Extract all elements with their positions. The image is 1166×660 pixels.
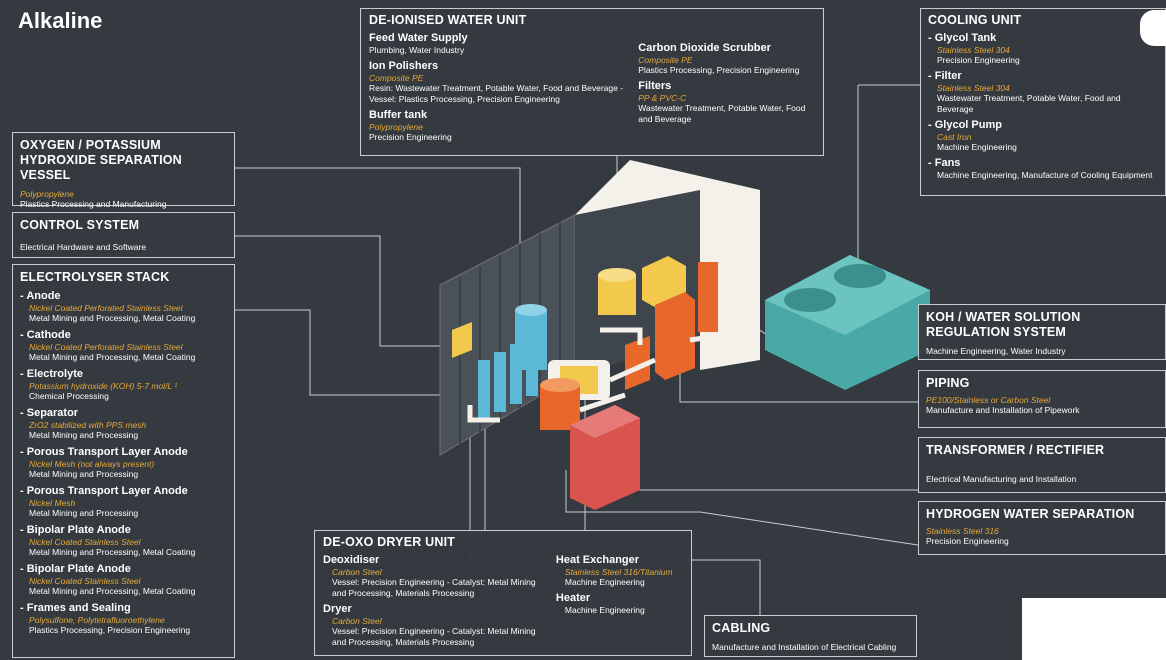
oxygen-title: OXYGEN / POTASSIUM HYDROXIDE SEPARATION …: [20, 138, 182, 182]
stack-item-name: - Separator: [20, 407, 79, 419]
piping-box: PIPING PE100/Stainless or Carbon Steel M…: [918, 370, 1166, 428]
cooling-item-use: Precision Engineering: [937, 55, 1020, 65]
cooling-item-name: - Glycol Tank: [928, 32, 997, 44]
stack-item-use: Plastics Processing, Precision Engineeri…: [29, 625, 191, 635]
stack-item-material: Potassium hydroxide (KOH) 5-7 mol/L ¹: [29, 381, 178, 391]
cooling-item-name: - Filter: [928, 70, 962, 82]
cooling-title: COOLING UNIT: [928, 13, 1022, 27]
stack-item-name: - Porous Transport Layer Anode: [20, 446, 188, 458]
stack-item-use: Chemical Processing: [29, 391, 109, 401]
hydrogen-separation-box: HYDROGEN WATER SEPARATION Stainless Stee…: [918, 501, 1166, 555]
stack-item-material: Nickel Coated Stainless Steel: [29, 576, 141, 586]
cooling-item-use: Machine Engineering: [937, 142, 1017, 152]
stack-item-use: Metal Mining and Processing, Metal Coati…: [29, 547, 196, 557]
cabling-box: CABLING Manufacture and Installation of …: [704, 615, 917, 657]
hydrogen-title: HYDROGEN WATER SEPARATION: [926, 507, 1135, 521]
deoxo-title: DE-OXO DRYER UNIT: [323, 535, 456, 549]
cooling-item-use: Machine Engineering, Manufacture of Cool…: [937, 170, 1153, 180]
container-roof-panel: [575, 160, 760, 215]
piping-title: PIPING: [926, 376, 970, 390]
stack-item-material: Nickel Coated Perforated Stainless Steel: [29, 342, 183, 352]
stack-item-name: - Electrolyte: [20, 368, 83, 380]
stack-item-name: - Bipolar Plate Anode: [20, 524, 131, 536]
stack-item-name: - Anode: [20, 290, 61, 302]
koh-regulation-box: KOH / WATER SOLUTION REGULATION SYSTEM M…: [918, 304, 1166, 360]
transformer-title: TRANSFORMER / RECTIFIER: [926, 443, 1105, 457]
stack-item-material: Nickel Coated Perforated Stainless Steel: [29, 303, 183, 313]
stack-item-use: Metal Mining and Processing: [29, 430, 139, 440]
cooling-item-material: Stainless Steel 304: [937, 83, 1010, 93]
cooling-item-material: Stainless Steel 304: [937, 45, 1010, 55]
stack-item-use: Metal Mining and Processing, Metal Coati…: [29, 586, 196, 596]
transformer-box: TRANSFORMER / RECTIFIER Electrical Manuf…: [918, 437, 1166, 493]
corner-overlay-top: [1140, 10, 1166, 46]
stack-item-material: Nickel Mesh: [29, 498, 76, 508]
corner-overlay-bottom: [1022, 598, 1166, 660]
deionised-title: DE-IONISED WATER UNIT: [369, 13, 527, 27]
stack-item-material: Polysulfone, Polytetrafluoroethylene: [29, 615, 165, 625]
control-title: CONTROL SYSTEM: [20, 218, 140, 232]
oxygen-separation-box: OXYGEN / POTASSIUM HYDROXIDE SEPARATION …: [12, 132, 235, 209]
stack-item-use: Metal Mining and Processing, Metal Coati…: [29, 352, 196, 362]
koh-title: KOH / WATER SOLUTION REGULATION SYSTEM: [926, 310, 1081, 339]
stack-item-material: Nickel Mesh (not always present): [29, 459, 155, 469]
control-system-box: CONTROL SYSTEM Electrical Hardware and S…: [12, 212, 235, 258]
stack-item-name: - Bipolar Plate Anode: [20, 563, 131, 575]
cooling-item-name: - Glycol Pump: [928, 119, 1002, 131]
stack-item-material: ZrO2 stabilized with PPS mesh: [29, 420, 147, 430]
page-title: Alkaline: [18, 8, 103, 33]
cooling-item-name: - Fans: [928, 157, 961, 169]
cabling-title: CABLING: [712, 621, 771, 635]
stack-item-use: Metal Mining and Processing, Metal Coati…: [29, 313, 196, 323]
stack-item-name: - Cathode: [20, 329, 71, 341]
stack-item-name: - Porous Transport Layer Anode: [20, 485, 188, 497]
stack-title: ELECTROLYSER STACK: [20, 270, 170, 284]
cooling-item-use: Wastewater Treatment, Potable Water, Foo…: [937, 93, 1121, 114]
stack-item-name: - Frames and Sealing: [20, 602, 131, 614]
control-panel-shape: [452, 322, 472, 358]
stack-item-use: Metal Mining and Processing: [29, 469, 139, 479]
stack-item-use: Metal Mining and Processing: [29, 508, 139, 518]
orange-vessel: [540, 385, 580, 430]
cooling-item-material: Cast Iron: [937, 132, 972, 142]
stack-item-material: Nickel Coated Stainless Steel: [29, 537, 141, 547]
